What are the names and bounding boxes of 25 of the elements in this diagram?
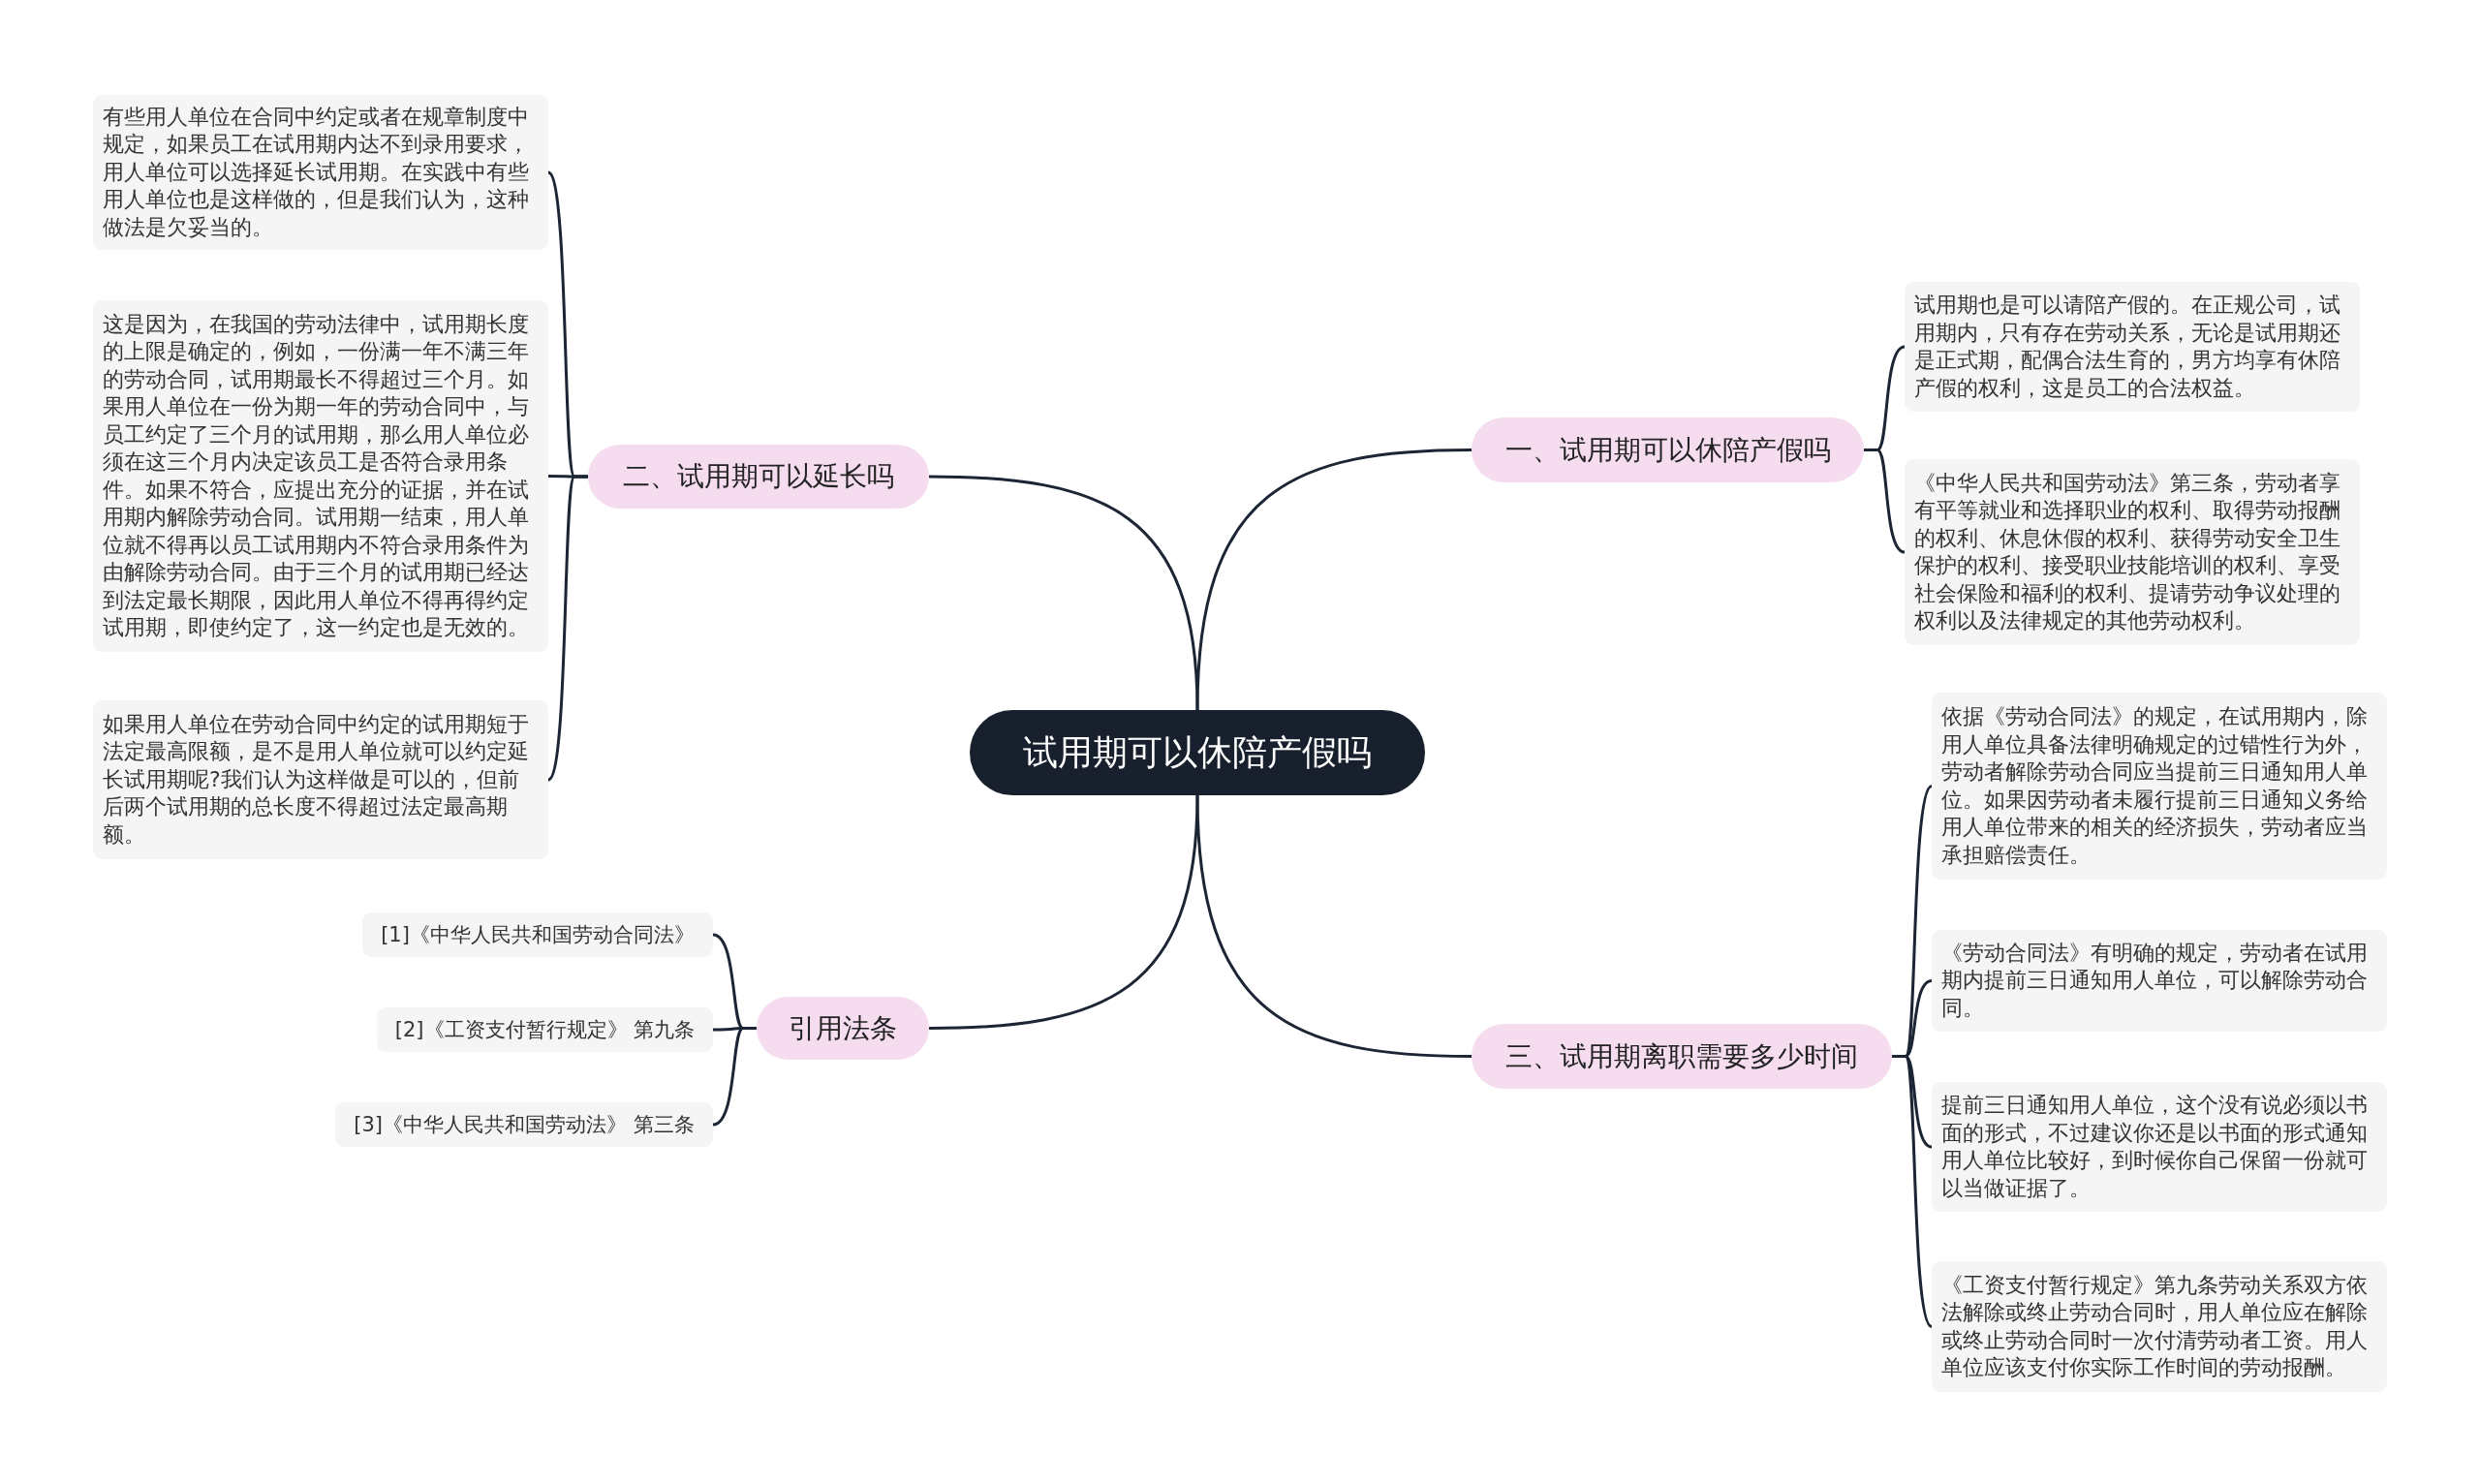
note-box: 《中华人民共和国劳动法》第三条，劳动者享有平等就业和选择职业的权利、取得劳动报酬的权利、休息休假的权利、获得劳动安全卫生保护的权利、接受职业技能培训的权利、享受社会保险和福利的权利、提请劳动争议处理的权利以及法律规定的其他劳动权利。 [1905,459,2360,645]
connector [928,475,1199,711]
note-box: 《工资支付暂行规定》第九条劳动关系双方依法解除或终止劳动合同时，用人单位应在解除或终止劳动合同时一次付清劳动者工资。用人单位应该支付你实际工作时间的劳动报酬。 [1932,1261,2387,1392]
note-box: 《劳动合同法》有明确的规定，劳动者在试用期内提前三日通知用人单位，可以解除劳动合同。 [1932,930,2387,1032]
connector [712,1027,757,1127]
note-box: 有些用人单位在合同中约定或者在规章制度中规定，如果员工在试用期内达不到录用要求，用人单位可以选择延长试用期。在实践中有些用人单位也是这样做的，但是我们认为，这种做法是欠妥当的。 [93,95,548,250]
connector [1892,1055,1934,1328]
central-topic: 试用期可以休陪产假吗 [970,710,1425,795]
connector [928,794,1199,1030]
citation-box: [2]《工资支付暂行规定》 第九条 [377,1007,713,1052]
connector [546,475,588,781]
connector [1864,448,1906,554]
note-box: 如果用人单位在劳动合同中约定的试用期短于法定最高限额，是不是用人单位就可以约定延长试用期呢?我们认为这样做是可以的，但前后两个试用期的总长度不得超过法定最高期额。 [93,700,548,859]
topic-bubble: 引用法条 [757,997,929,1060]
note-box: 依据《劳动合同法》的规定，在试用期内，除用人单位具备法律明确规定的过错性行为外，劳动者解除劳动合同应当提前三日通知用人单位。如果因劳动者未履行提前三日通知义务给用人单位带来的相关的经济损失，劳动者应当承担赔偿责任。 [1932,693,2387,880]
note-box: 提前三日通知用人单位，这个没有说必须以书面的形式，不过建议你还是以书面的形式通知用人单位比较好，到时候你自己保留一份就可以当做证据了。 [1932,1082,2387,1212]
note-box: 试用期也是可以请陪产假的。在正规公司，试用期内，只有存在劳动关系，无论是试用期还是正式期，配偶合法生育的，男方均享有休陪产假的权利，这是员工的合法权益。 [1905,282,2360,412]
note-box: 这是因为，在我国的劳动法律中，试用期长度的上限是确定的，例如，一份满一年不满三年的劳动合同，试用期最长不得超过三个月。如果用人单位在一份为期一年的劳动合同中，与员工约定了三个月的试用期，那么用人单位必须在这三个月内决定该员工是否符合录用条件。如果不符合，应提出充分的证据，并在试用期内解除劳动合同。试用期一结束，用人单位就不得再以员工试用期内不符合录用条件为由解除劳动合同。由于三个月的试用期已经达到法定最长期限，因此用人单位不得再得约定试用期，即使约定了，这一约定也是无效的。 [93,300,548,652]
citation-box: [3]《中华人民共和国劳动法》 第三条 [335,1102,713,1147]
connector [1195,448,1472,711]
topic-bubble: 二、试用期可以延长吗 [588,445,929,509]
topic-bubble: 三、试用期离职需要多少时间 [1472,1024,1892,1089]
topic-bubble: 一、试用期可以休陪产假吗 [1472,417,1864,482]
connector [1195,794,1472,1058]
citation-box: [1]《中华人民共和国劳动合同法》 [362,912,713,957]
